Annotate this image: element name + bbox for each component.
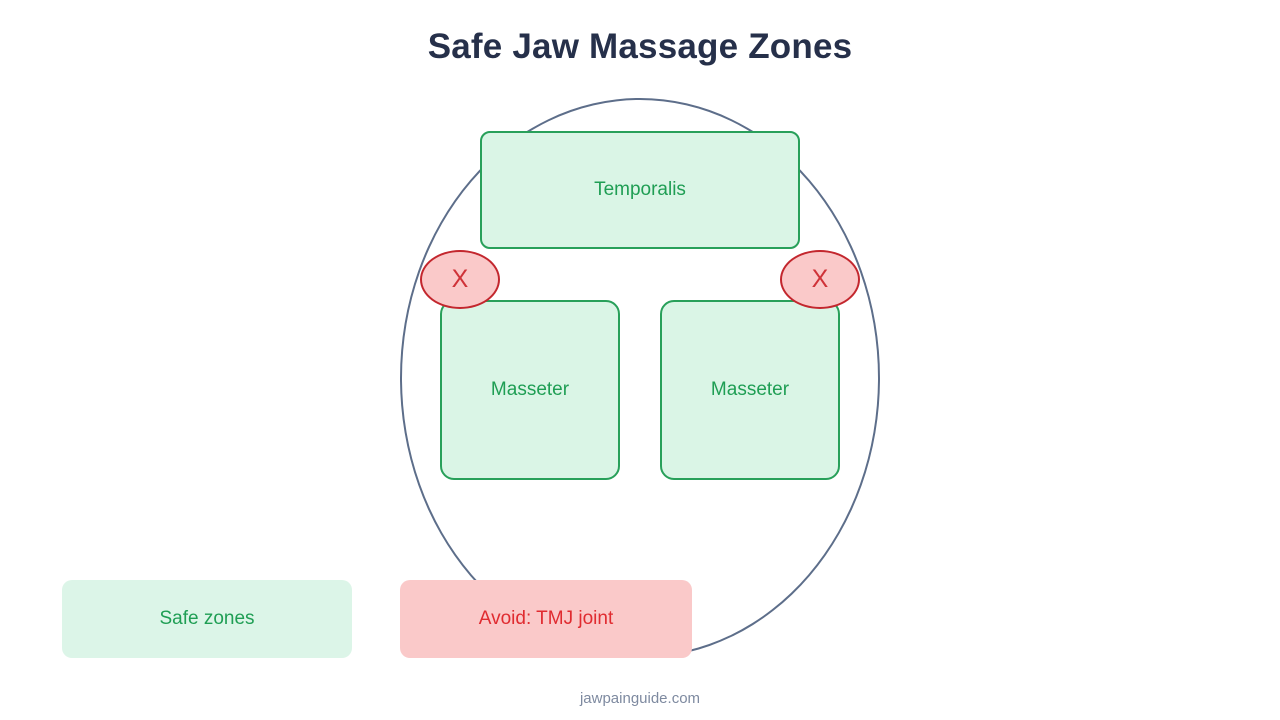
legend-avoid-tmj: Avoid: TMJ joint bbox=[400, 580, 692, 658]
tmj-avoid-marker-right: X bbox=[780, 250, 860, 309]
zone-masseter-left-label: Masseter bbox=[490, 379, 570, 400]
x-mark-icon: X bbox=[451, 265, 469, 293]
zone-masseter-right-label: Masseter bbox=[710, 379, 790, 400]
x-mark-icon: X bbox=[811, 265, 829, 293]
tmj-avoid-marker-left: X bbox=[420, 250, 500, 309]
page-title: Safe Jaw Massage Zones bbox=[427, 27, 853, 66]
zone-temporalis: Temporalis bbox=[480, 131, 800, 249]
source-watermark: jawpainguide.com bbox=[579, 690, 701, 707]
zone-masseter-left: Masseter bbox=[440, 300, 620, 480]
legend-safe-zones: Safe zones bbox=[62, 580, 352, 658]
zone-masseter-right: Masseter bbox=[660, 300, 840, 480]
zone-temporalis-label: Temporalis bbox=[594, 179, 686, 200]
legend-avoid-label: Avoid: TMJ joint bbox=[478, 608, 614, 629]
legend-safe-label: Safe zones bbox=[159, 608, 255, 629]
